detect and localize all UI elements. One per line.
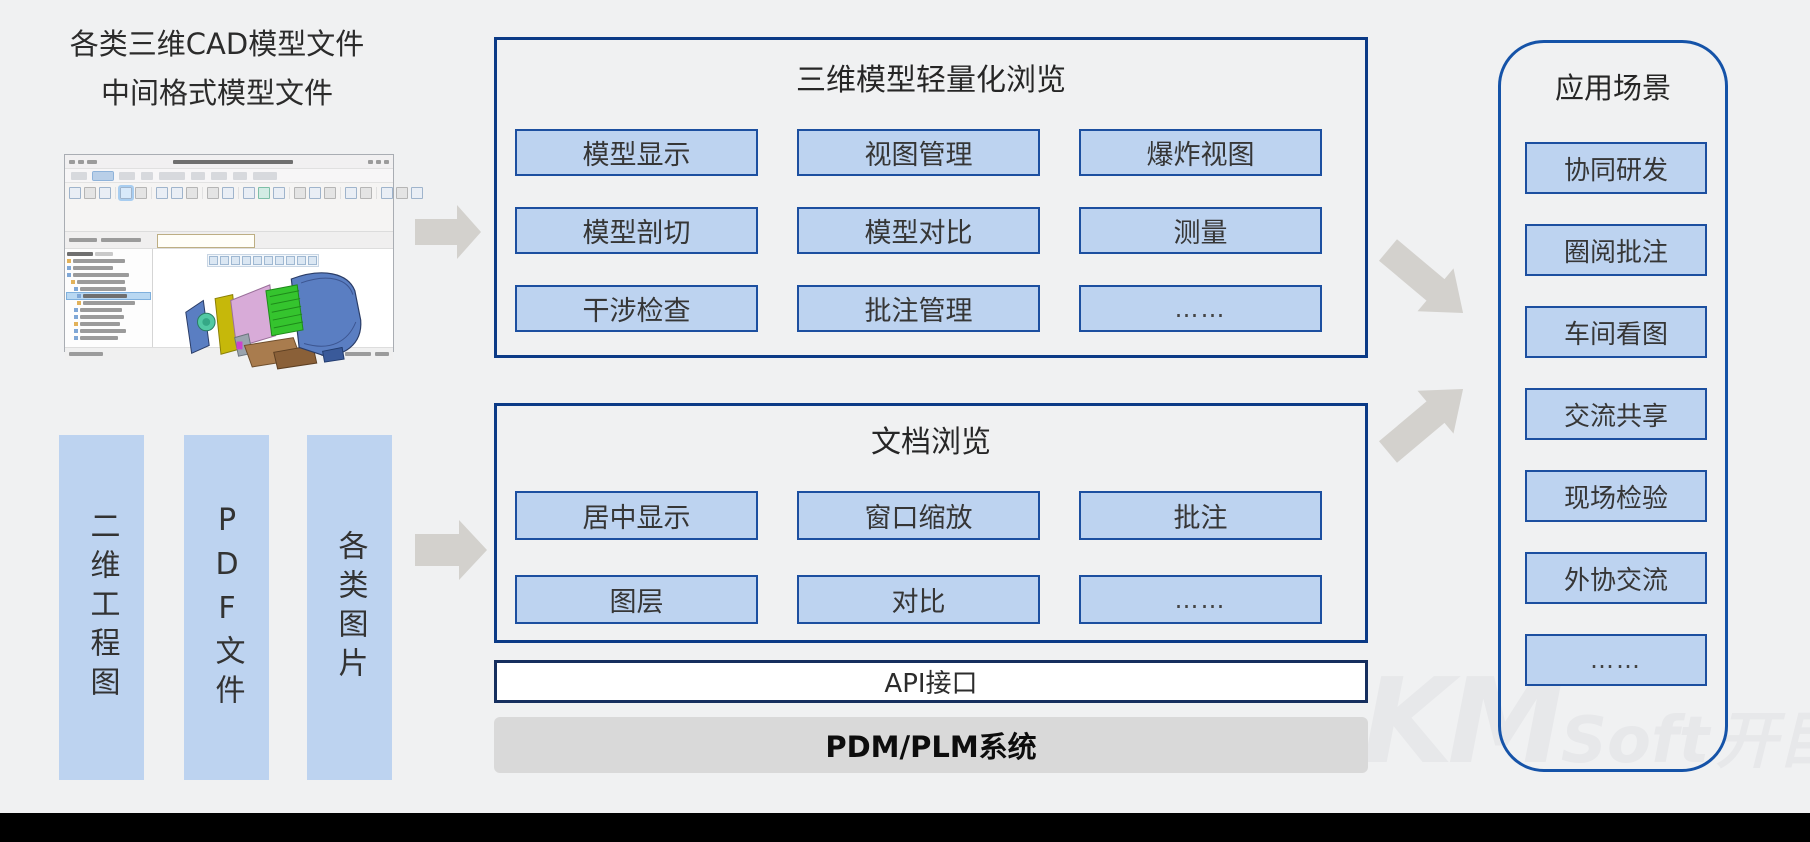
feature-box-annotation-mgmt: 批注管理 xyxy=(797,285,1040,332)
scenarios-panel: 应用场景 协同研发 圈阅批注 车间看图 交流共享 现场检验 外协交流 …… xyxy=(1498,40,1728,772)
feature-box-interference: 干涉检查 xyxy=(515,285,758,332)
feature-box-view-management: 视图管理 xyxy=(797,129,1040,176)
cad-tooltip xyxy=(157,234,255,248)
arrow-model-to-scenarios xyxy=(1379,239,1464,313)
cad-ribbon-toolbar xyxy=(65,183,423,232)
model-browse-box: 三维模型轻量化浏览 模型显示 视图管理 爆炸视图 模型剖切 模型对比 测量 干涉… xyxy=(494,37,1368,358)
feature-box-layers: 图层 xyxy=(515,575,758,624)
cad-view-toolbar xyxy=(207,254,319,267)
input-bar-images: 各类图片 xyxy=(307,435,392,780)
doc-browse-title: 文档浏览 xyxy=(871,425,991,460)
feature-box-model-compare: 模型对比 xyxy=(797,207,1040,254)
watermark-cn: 开目 xyxy=(1715,704,1810,777)
api-layer-label: API接口 xyxy=(884,669,978,699)
scenarios-title: 应用场景 xyxy=(1554,71,1671,105)
scenario-more: …… xyxy=(1525,634,1707,686)
feature-box-model-section: 模型剖切 xyxy=(515,207,758,254)
cad-context-toolbar xyxy=(65,232,393,249)
source-files-heading: 各类三维CAD模型文件 中间格式模型文件 xyxy=(28,20,406,118)
scenario-share-exchange: 交流共享 xyxy=(1525,388,1707,440)
scenario-onsite-inspect: 现场检验 xyxy=(1525,470,1707,522)
scenario-external-collab: 外协交流 xyxy=(1525,552,1707,604)
feature-box-annotate: 批注 xyxy=(1079,491,1322,540)
cad-titlebar xyxy=(65,155,393,169)
heading-line-1: 各类三维CAD模型文件 xyxy=(69,27,365,61)
cad-3d-model xyxy=(185,272,362,370)
arrow-doc-to-scenarios xyxy=(1379,389,1464,463)
feature-box-compare: 对比 xyxy=(797,575,1040,624)
input-bar-pdf: PDF文件 xyxy=(184,435,269,780)
arrow-files-to-doc-browse xyxy=(415,520,487,580)
pdm-plm-layer-bar: PDM/PLM系统 xyxy=(494,717,1368,773)
feature-box-center-display: 居中显示 xyxy=(515,491,758,540)
input-bar-label: 各类图片 xyxy=(332,529,368,686)
doc-browse-box: 文档浏览 居中显示 窗口缩放 批注 图层 对比 …… xyxy=(494,403,1368,643)
letterbox-bar xyxy=(0,813,1810,842)
feature-box-model-display: 模型显示 xyxy=(515,129,758,176)
input-bar-label: 二维工程图 xyxy=(84,510,120,705)
pdm-plm-label: PDM/PLM系统 xyxy=(825,730,1037,764)
model-browse-title: 三维模型轻量化浏览 xyxy=(796,63,1066,98)
cad-ribbon-tabs xyxy=(65,169,393,183)
feature-box-more: …… xyxy=(1079,575,1322,624)
feature-box-measure: 测量 xyxy=(1079,207,1322,254)
feature-box-window-zoom: 窗口缩放 xyxy=(797,491,1040,540)
api-layer-bar: API接口 xyxy=(494,660,1368,703)
cad-3d-viewport xyxy=(153,249,393,370)
input-bar-2d-drawing: 二维工程图 xyxy=(59,435,144,780)
feature-box-exploded-view: 爆炸视图 xyxy=(1079,129,1322,176)
scenario-review-annotate: 圈阅批注 xyxy=(1525,224,1707,276)
scenario-shopfloor-view: 车间看图 xyxy=(1525,306,1707,358)
cad-model-tree xyxy=(65,249,153,347)
heading-line-2: 中间格式模型文件 xyxy=(100,76,333,110)
scenario-collaborative-rd: 协同研发 xyxy=(1525,142,1707,194)
feature-box-more: …… xyxy=(1079,285,1322,332)
arrow-cad-to-model-browse xyxy=(415,205,481,259)
input-bar-label: PDF文件 xyxy=(209,502,245,713)
cad-app-screenshot xyxy=(64,154,423,370)
